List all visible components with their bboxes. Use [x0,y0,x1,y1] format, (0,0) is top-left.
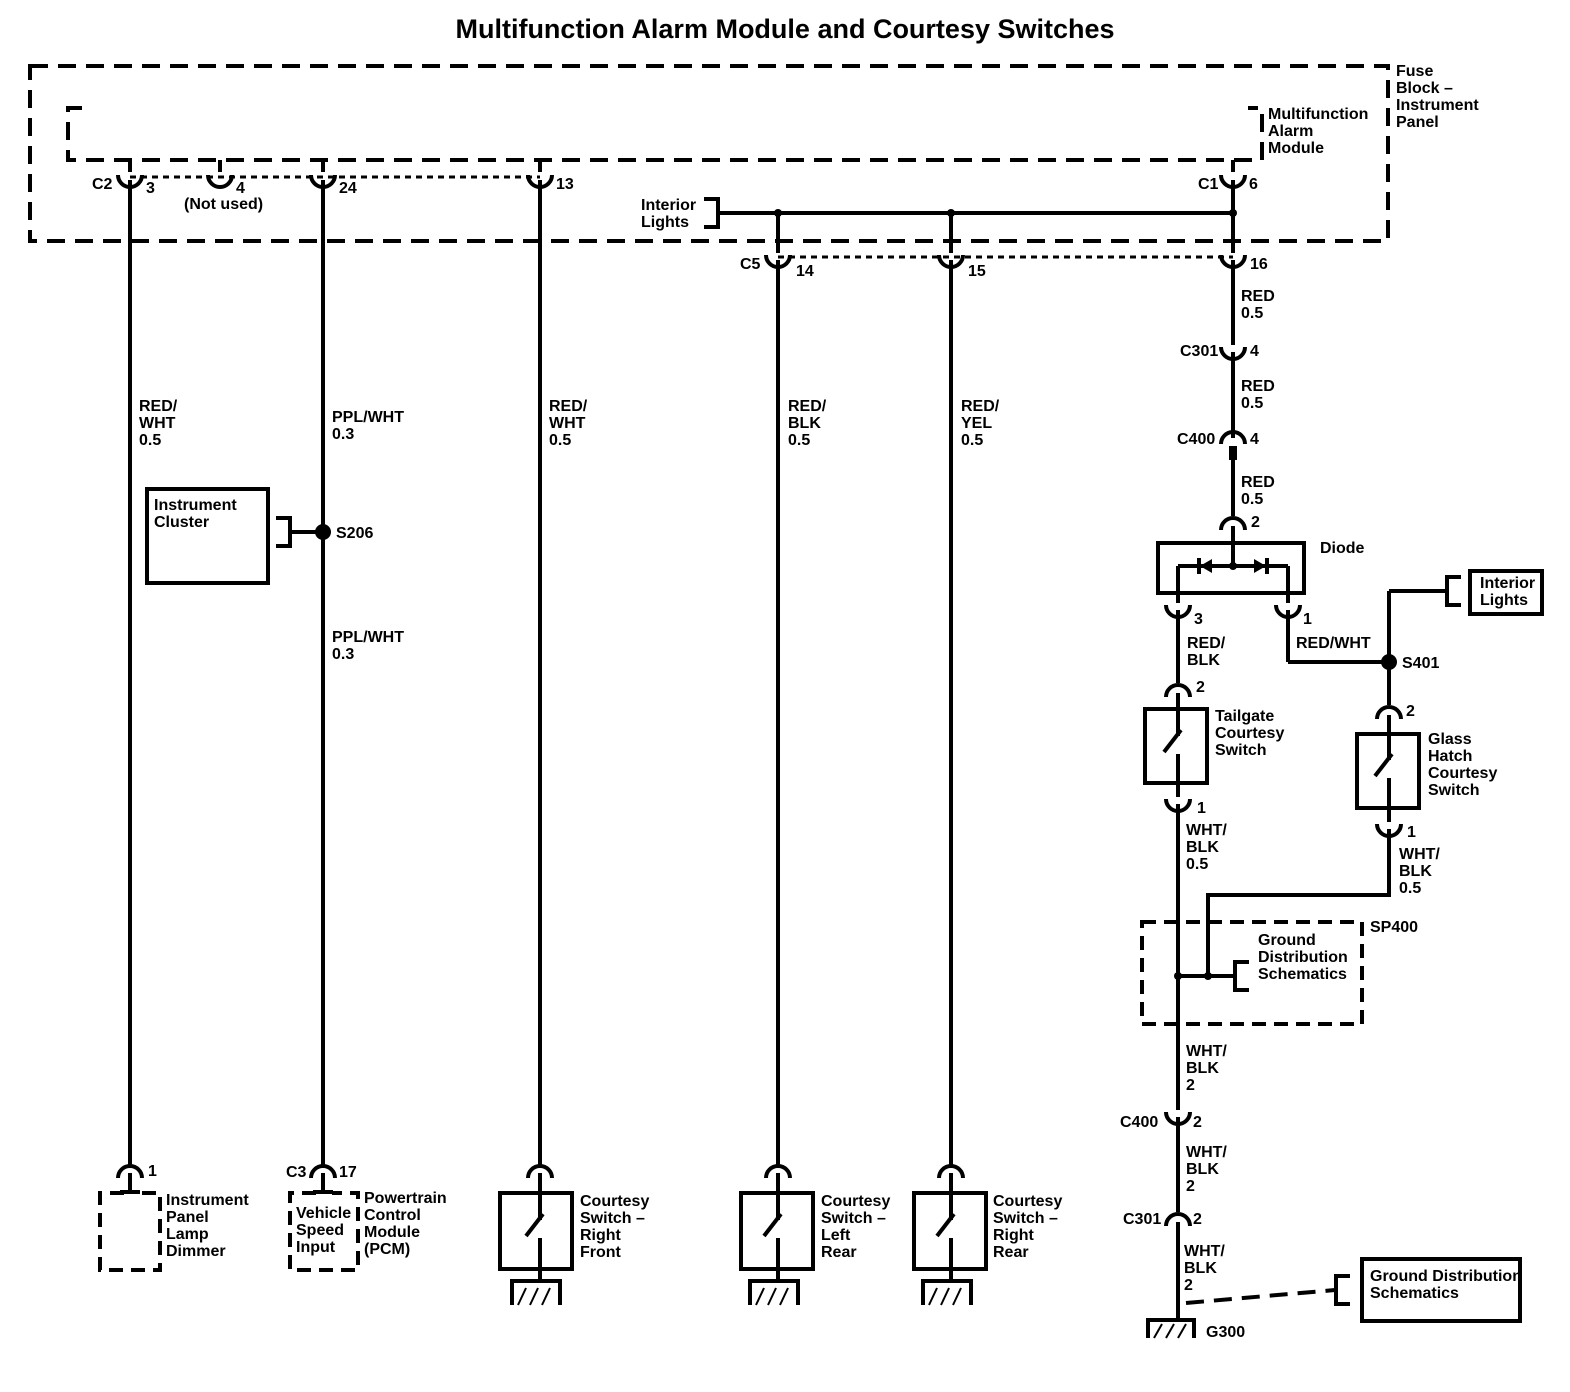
c3-pin17-label: 17 [339,1164,357,1181]
c301-a-label: C301 [1180,343,1218,360]
connector-dimmer-pin1 [116,1164,144,1194]
wire-label-ground-3: WHT/ BLK 2 [1184,1243,1229,1294]
c3-label: C3 [286,1164,307,1181]
sp400-outline [1140,920,1364,1026]
wire-label-glass-out: WHT/ BLK 0.5 [1399,846,1444,897]
c301-b-pin-label: 2 [1193,1211,1202,1228]
interior-lights-top-bracket [704,197,720,229]
courtesy-switch-rf-label: Courtesy Switch – Right Front [580,1193,654,1261]
c2-pin24-label: 24 [339,180,357,197]
c2-pin3-label: 3 [146,180,155,197]
interior-lights-right-label: Interior Lights [1480,575,1540,609]
wire-label-w6a: RED 0.5 [1241,288,1279,322]
c1-pin6-label: 6 [1249,176,1258,193]
c400-b-label: C400 [1120,1114,1158,1131]
diode-pin2-label: 2 [1251,514,1260,531]
dimmer-outline [98,1191,162,1272]
fuse-block-outline [28,64,1390,243]
wire-label-w6b: RED 0.5 [1241,378,1279,412]
courtesy-switch-rr-label: Courtesy Switch – Right Rear [993,1193,1067,1261]
c5-pin14-label: 14 [796,263,814,280]
pcm-outline [288,1191,360,1272]
c5-label: C5 [740,256,761,273]
interior-lights-top-label: Interior Lights [641,197,701,231]
instrument-cluster-box [145,487,270,585]
tailgate-pin1-label: 1 [1197,800,1206,817]
tailgate-switch-label: Tailgate Courtesy Switch [1215,708,1289,759]
wire-label-w2a: PPL/WHT 0.3 [332,409,408,443]
wire-label-ground-2: WHT/ BLK 2 [1186,1144,1231,1195]
ground-distribution-bottom-box [1360,1257,1522,1323]
module-outline [66,106,1264,162]
diagram-title: Multifunction Alarm Module and Courtesy … [455,14,1115,44]
c2-pin4-label: 4 [236,180,245,197]
diode-arrow-left [1200,559,1212,573]
splice-sp400-label: SP400 [1370,919,1418,936]
c2-label: C2 [92,176,113,193]
diode-pin1-label: 1 [1303,611,1312,628]
glass-hatch-switch-label: Glass Hatch Courtesy Switch [1428,731,1502,799]
wire-label-w2b: PPL/WHT 0.3 [332,629,408,663]
courtesy-switch-left-rear [739,1164,815,1306]
connector-c301-b [1164,1212,1192,1227]
wire-label-w3: RED/ WHT 0.5 [549,398,592,449]
ground-symbol-g300 [1146,1318,1196,1339]
dimmer-label: Instrument Panel Lamp Dimmer [166,1192,253,1260]
interior-lights-right-box [1468,569,1544,616]
wire-label-w1: RED/ WHT 0.5 [139,398,182,449]
sp400-bracket [1233,960,1249,992]
connector-c3-pin17 [309,1164,337,1194]
vehicle-speed-label: Vehicle Speed Input [296,1205,356,1256]
c301-a-pin-label: 4 [1250,343,1259,360]
pcm-label: Powertrain Control Module (PCM) [364,1190,451,1258]
wire-label-w4: RED/ BLK 0.5 [788,398,831,449]
ground-distribution-mid-label: Ground Distribution Schematics [1258,932,1352,983]
c5-pin16-label: 16 [1250,256,1268,273]
wire-wht-blk-glass [1206,829,1391,976]
connector-glass-pin2 [1375,705,1403,734]
c1-label: C1 [1198,176,1219,193]
splice-s206 [315,524,331,540]
diode-pin3-label: 3 [1194,611,1203,628]
connector-tailgate-pin2 [1164,683,1192,709]
interior-lights-right-bracket [1445,575,1461,607]
connector-c2-pin4 [206,160,234,189]
module-label: Multifunction Alarm Module [1268,106,1373,157]
ground-distribution-bottom-label: Ground Distribution Schematics [1370,1268,1526,1302]
dimmer-pin1-label: 1 [148,1163,157,1180]
fuse-block-label: Fuse Block – Instrument Panel [1396,63,1483,131]
glass-pin2-label: 2 [1406,703,1415,720]
c400-b-pin-label: 2 [1193,1114,1202,1131]
courtesy-switch-right-rear [912,1164,988,1306]
c2-pin13-label: 13 [556,176,574,193]
diode-label: Diode [1320,540,1365,557]
connector-diode-pin2 [1219,516,1247,543]
instrument-cluster-label: Instrument Cluster [154,497,241,531]
c301-b-label: C301 [1123,1211,1161,1228]
courtesy-switch-lr-label: Courtesy Switch – Left Rear [821,1193,895,1261]
c400-a-pin-label: 4 [1250,431,1259,448]
splice-s206-label: S206 [336,525,373,542]
c5-pin15-label: 15 [968,263,986,280]
splice-s401-label: S401 [1402,655,1439,672]
wire-label-w6c: RED 0.5 [1241,474,1279,508]
wire-label-diode-left: RED/ BLK [1187,635,1230,669]
wire-label-tailgate-out: WHT/ BLK 0.5 [1186,822,1231,873]
not-used-label: (Not used) [184,196,263,213]
glass-pin1-label: 1 [1407,824,1416,841]
diode-arrow-right [1254,559,1266,573]
instrument-cluster-bracket [276,516,292,548]
ground-reference-dashed [1185,1288,1336,1305]
wire-label-w5: RED/ YEL 0.5 [961,398,1004,449]
c400-a-label: C400 [1177,431,1215,448]
wire-label-diode-right: RED/WHT [1296,635,1371,652]
wire-label-ground-1: WHT/ BLK 2 [1186,1043,1231,1094]
tailgate-pin2-label: 2 [1196,679,1205,696]
ground-g300-label: G300 [1206,1324,1245,1341]
courtesy-switch-right-front [498,1164,574,1306]
